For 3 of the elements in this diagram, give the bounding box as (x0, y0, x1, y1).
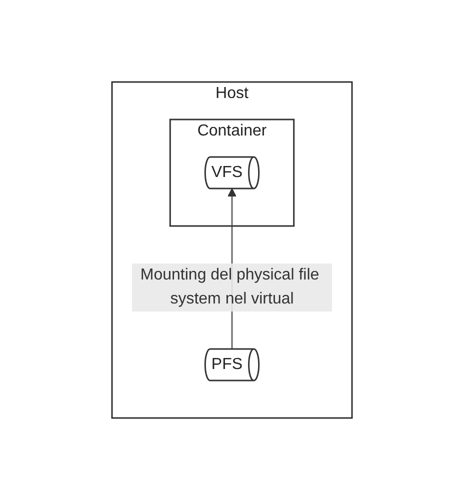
node-text: PFS (210, 356, 242, 373)
node-text: VFS (210, 164, 242, 181)
edge-label: Mounting del physical file system nel virtual (140, 266, 319, 308)
